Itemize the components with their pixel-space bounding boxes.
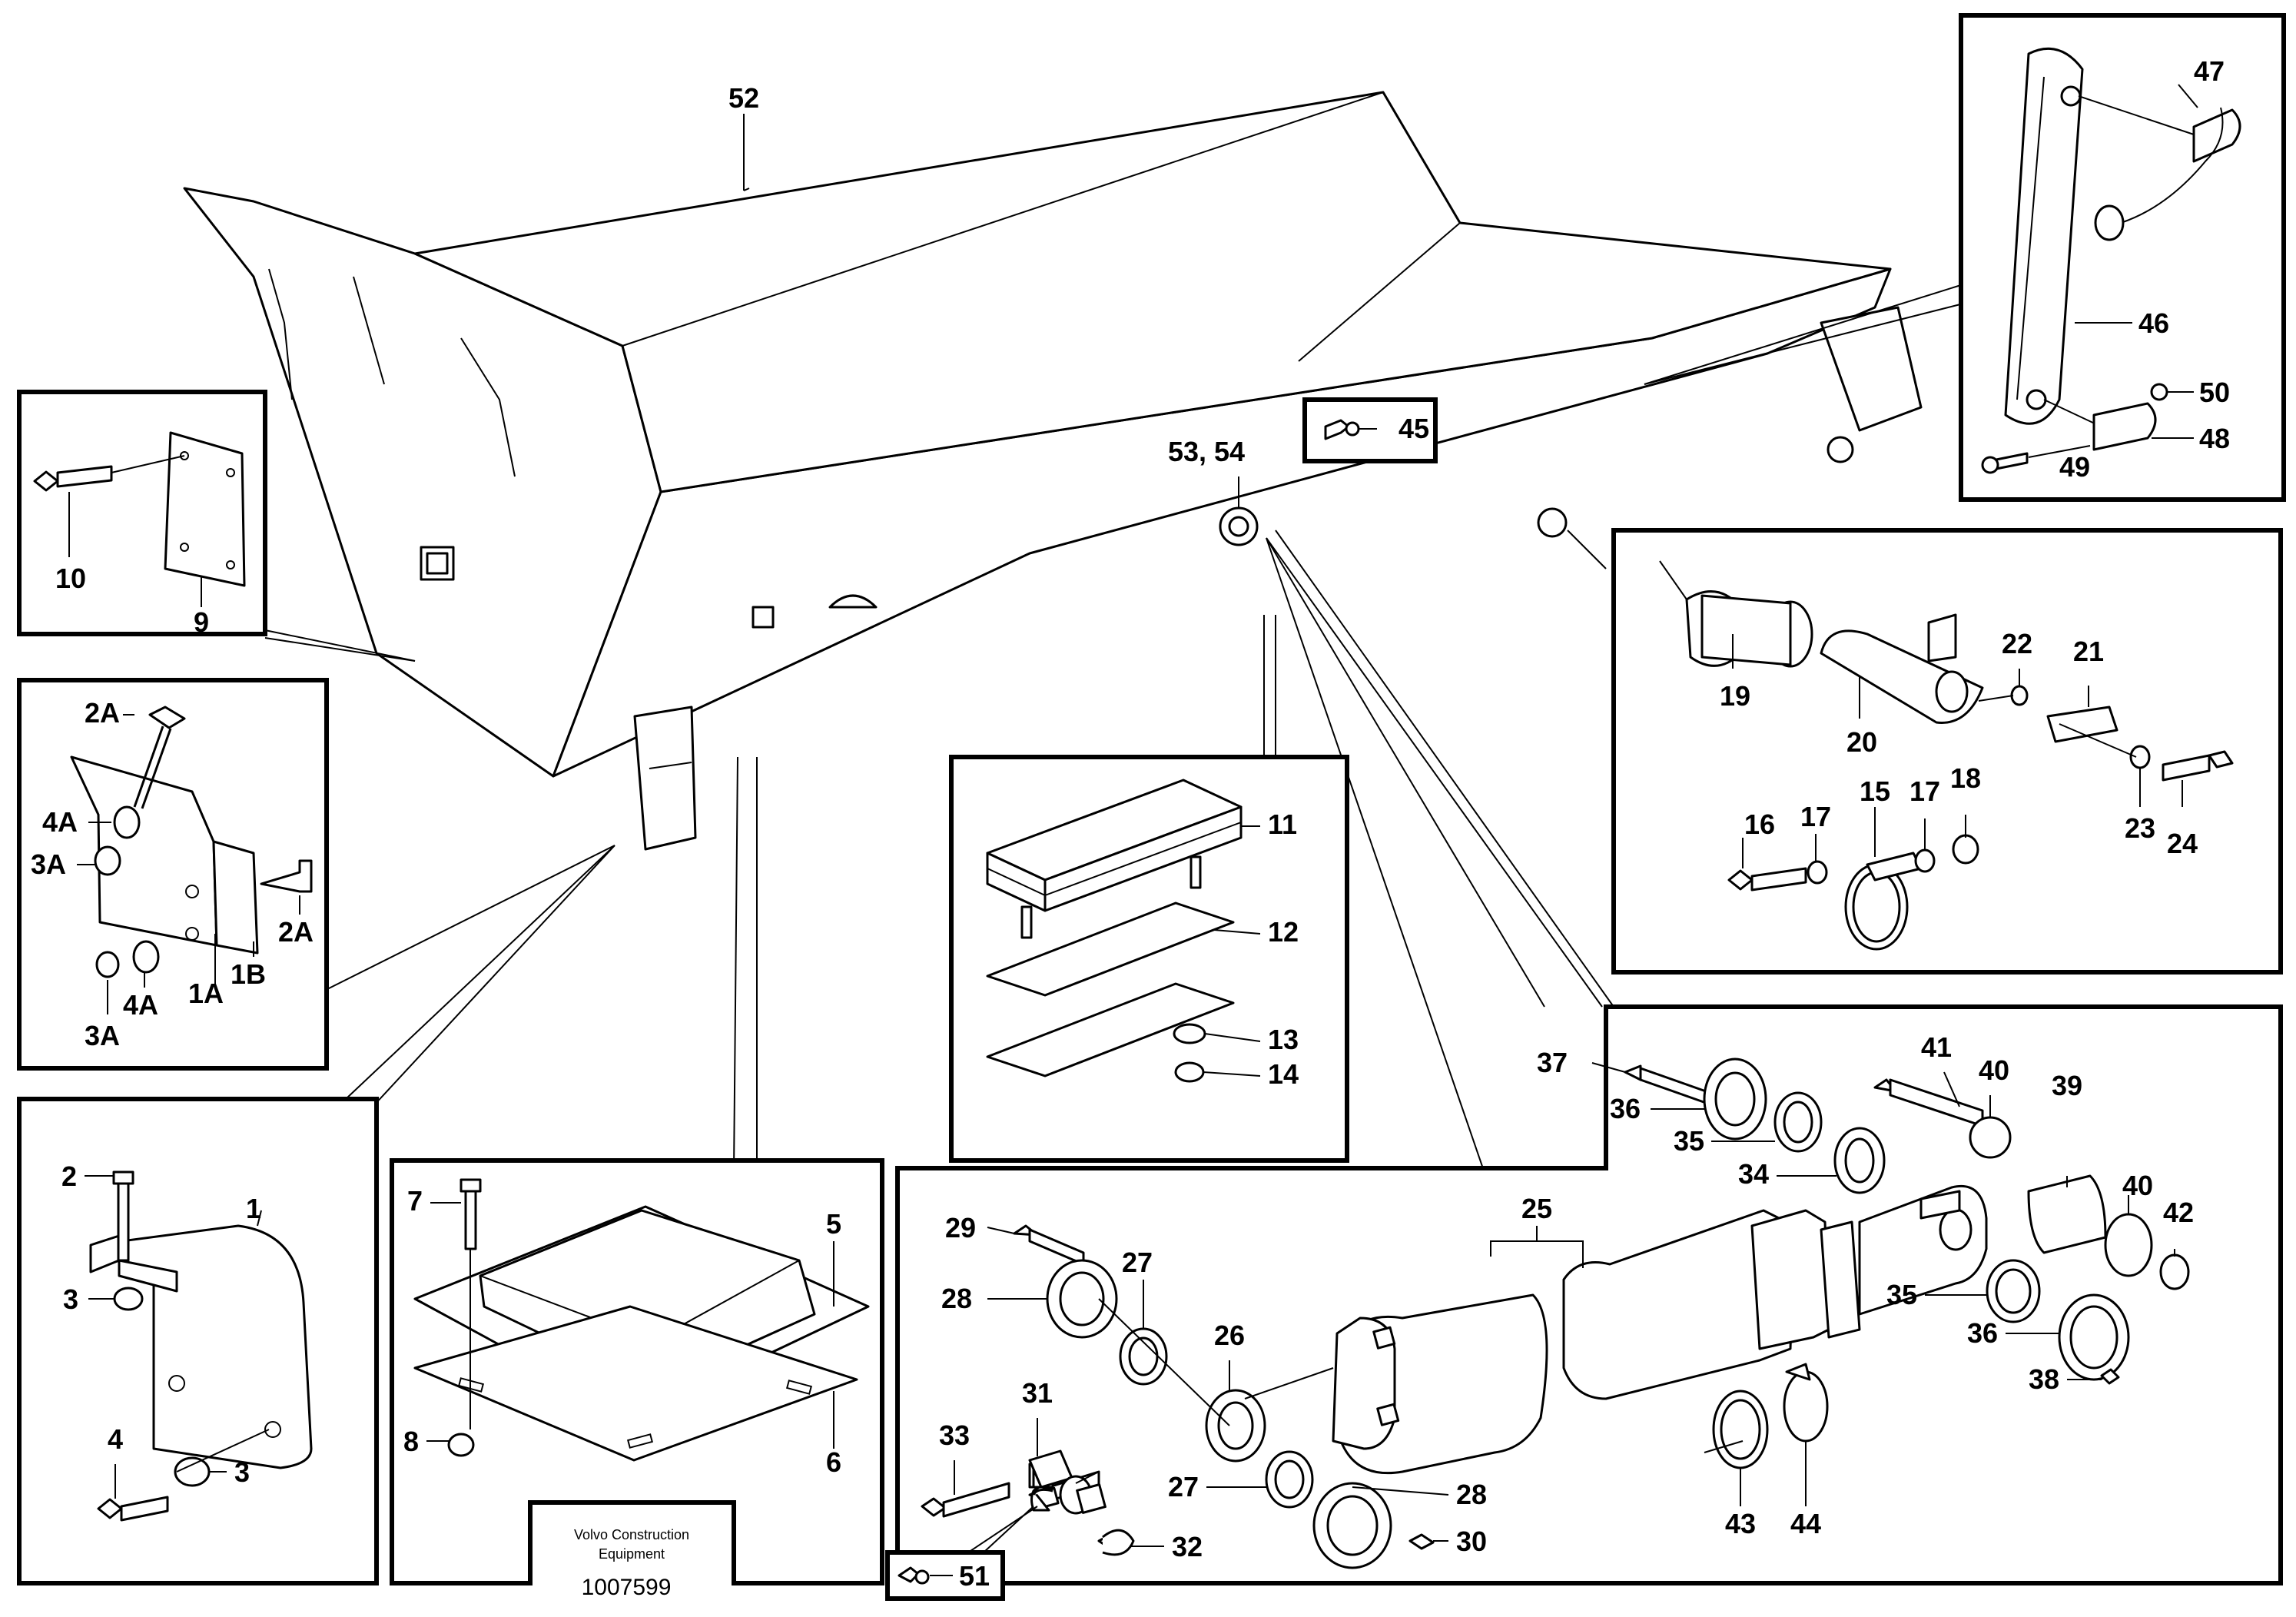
label-22: 22 xyxy=(2002,628,2032,659)
label-38: 38 xyxy=(2029,1363,2059,1395)
label-11: 11 xyxy=(1268,808,1297,840)
label-47: 47 xyxy=(2194,55,2225,87)
label-44: 44 xyxy=(1790,1508,1821,1539)
label-28-right: 28 xyxy=(1456,1479,1487,1510)
label-17-left: 17 xyxy=(1800,801,1831,832)
label-4A-top: 4A xyxy=(42,806,78,838)
label-50: 50 xyxy=(2199,377,2230,408)
dump-body xyxy=(183,91,1923,851)
label-53-54: 53, 54 xyxy=(1168,436,1245,467)
label-21: 21 xyxy=(2073,636,2104,667)
label-34: 34 xyxy=(1738,1158,1769,1190)
label-25: 25 xyxy=(1521,1193,1552,1224)
label-1: 1 xyxy=(246,1193,261,1224)
label-49: 49 xyxy=(2059,451,2090,483)
label-42: 42 xyxy=(2163,1197,2194,1228)
inset-45 xyxy=(1302,397,1438,463)
label-18: 18 xyxy=(1950,762,1981,794)
inset-pad xyxy=(390,1158,884,1585)
label-14: 14 xyxy=(1268,1058,1299,1090)
label-9: 9 xyxy=(194,606,209,638)
label-27-bottom: 27 xyxy=(1168,1471,1199,1502)
brand-line-1: Volvo Construction xyxy=(574,1527,689,1542)
label-19: 19 xyxy=(1720,680,1750,712)
label-7: 7 xyxy=(407,1185,423,1217)
label-29: 29 xyxy=(945,1212,976,1243)
label-43: 43 xyxy=(1725,1508,1756,1539)
label-1A: 1A xyxy=(188,978,224,1009)
label-6: 6 xyxy=(826,1446,841,1478)
label-35-bottom: 35 xyxy=(1886,1279,1917,1310)
label-36-top: 36 xyxy=(1610,1093,1641,1124)
label-48: 48 xyxy=(2199,423,2230,454)
label-51: 51 xyxy=(959,1560,990,1592)
inset-51 xyxy=(885,1506,1038,1601)
inset-bracket xyxy=(17,1097,379,1585)
inset-wear-plate xyxy=(17,390,267,636)
label-3-bottom: 3 xyxy=(234,1456,250,1488)
label-2A-top: 2A xyxy=(85,697,120,729)
label-3-top: 3 xyxy=(63,1283,78,1315)
label-30: 30 xyxy=(1456,1526,1487,1557)
label-45: 45 xyxy=(1399,413,1429,444)
inset-bracket-a xyxy=(17,678,329,1071)
label-35-top: 35 xyxy=(1674,1125,1704,1157)
label-4A-bottom: 4A xyxy=(123,989,158,1021)
label-5: 5 xyxy=(826,1208,841,1240)
inset-cylinder xyxy=(895,1004,2283,1585)
label-8: 8 xyxy=(403,1426,419,1457)
label-33: 33 xyxy=(939,1419,970,1451)
label-17-right: 17 xyxy=(1909,775,1940,807)
label-13: 13 xyxy=(1268,1024,1299,1055)
label-40-top: 40 xyxy=(1979,1054,2009,1086)
label-15: 15 xyxy=(1860,775,1890,807)
label-46: 46 xyxy=(2138,307,2169,339)
label-52: 52 xyxy=(728,82,759,114)
label-24: 24 xyxy=(2167,828,2198,859)
label-41: 41 xyxy=(1921,1031,1952,1063)
label-32: 32 xyxy=(1172,1531,1203,1562)
brand-line-2: Equipment xyxy=(599,1546,665,1562)
label-26: 26 xyxy=(1214,1320,1245,1351)
label-1B: 1B xyxy=(231,958,266,990)
label-27-top: 27 xyxy=(1122,1247,1153,1278)
label-10: 10 xyxy=(55,563,86,594)
main-leaders xyxy=(264,114,1964,1180)
label-28-left: 28 xyxy=(941,1283,972,1314)
label-31: 31 xyxy=(1022,1377,1053,1409)
label-2: 2 xyxy=(61,1160,77,1192)
label-39: 39 xyxy=(2052,1070,2082,1101)
inset-rubber-stop xyxy=(949,755,1349,1163)
label-4: 4 xyxy=(108,1423,123,1455)
label-20: 20 xyxy=(1846,726,1877,758)
drawing-number: 1007599 xyxy=(582,1575,672,1600)
inset-link-arm xyxy=(1959,13,2286,502)
label-12: 12 xyxy=(1268,916,1299,948)
label-37: 37 xyxy=(1537,1047,1568,1078)
label-16: 16 xyxy=(1744,808,1775,840)
label-23: 23 xyxy=(2125,812,2155,844)
label-3A-bottom: 3A xyxy=(85,1020,120,1051)
label-36-bottom: 36 xyxy=(1967,1317,1998,1349)
inset-pin-assembly xyxy=(1611,528,2283,975)
label-3A-top: 3A xyxy=(31,848,66,880)
label-40-bottom: 40 xyxy=(2122,1170,2153,1201)
label-2A-right: 2A xyxy=(278,916,314,948)
